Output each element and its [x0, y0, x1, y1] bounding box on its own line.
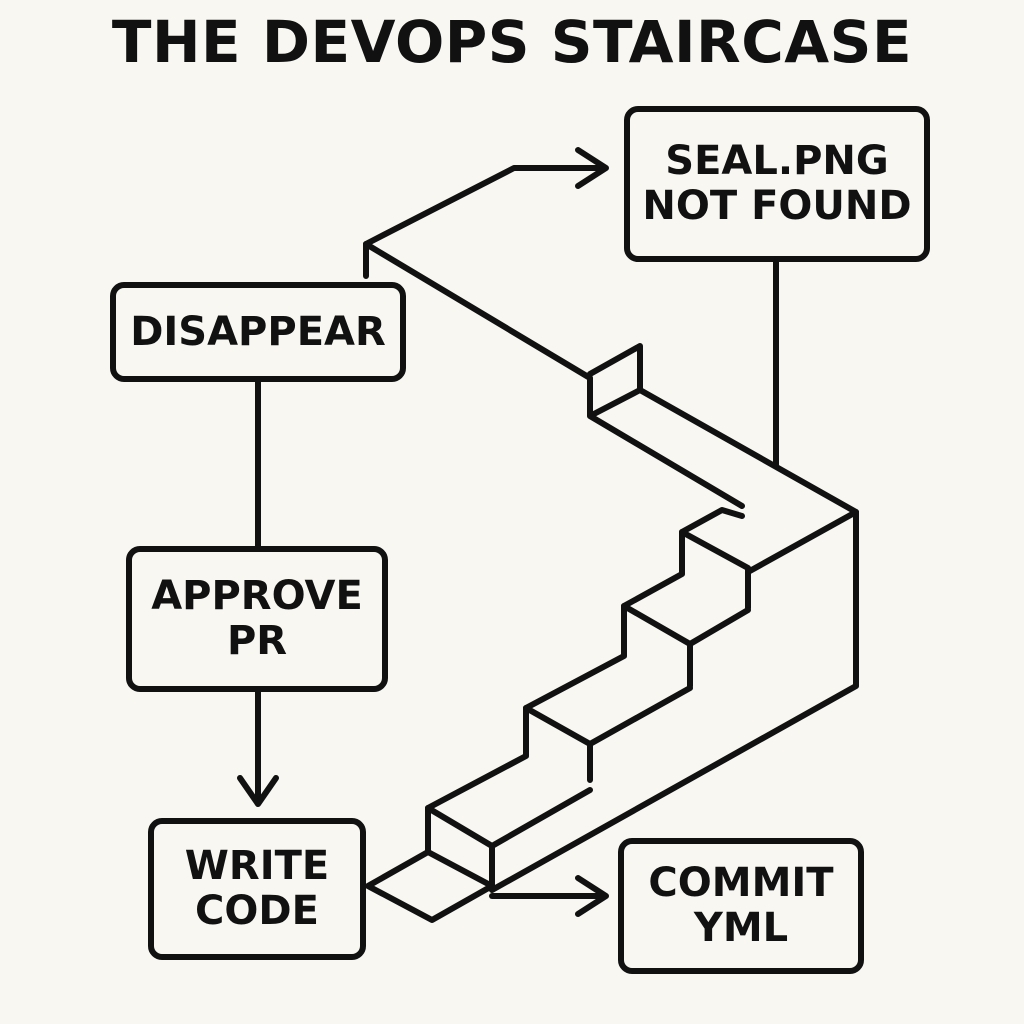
- seal-not-found-box: SEAL.PNG NOT FOUND: [624, 106, 930, 262]
- approve-pr-box: APPROVE PR: [126, 546, 388, 692]
- write-box-line1: WRITE: [184, 843, 330, 890]
- stair-side-wall: [489, 509, 859, 893]
- commit-yml-box: COMMIT YML: [618, 838, 864, 974]
- commit-box-line2: YML: [693, 905, 789, 951]
- commit-box-line1: COMMIT: [648, 860, 834, 907]
- arrowhead-down: [237, 775, 279, 807]
- stair-top-ramp: [363, 241, 859, 515]
- stair-landing: [365, 849, 495, 923]
- seal-box-line1: SEAL.PNG: [665, 138, 889, 185]
- disappear-box-label: DISAPPEAR: [130, 308, 386, 355]
- page-title: THE DEVOPS STAIRCASE: [111, 8, 913, 76]
- approve-box-line1: APPROVE: [151, 573, 363, 620]
- disappear-box: DISAPPEAR: [110, 282, 406, 382]
- approve-box-line2: PR: [226, 618, 288, 664]
- arrowhead-right-top: [575, 147, 609, 189]
- stair-steps: [425, 507, 745, 855]
- write-code-box: WRITE CODE: [148, 818, 366, 960]
- arrowhead-right-bottom: [575, 875, 609, 917]
- write-box-line2: CODE: [195, 888, 319, 934]
- connector-disappear-to-seal: [363, 165, 603, 279]
- seal-box-line2: NOT FOUND: [642, 183, 912, 229]
- stair-step-backs: [489, 607, 751, 849]
